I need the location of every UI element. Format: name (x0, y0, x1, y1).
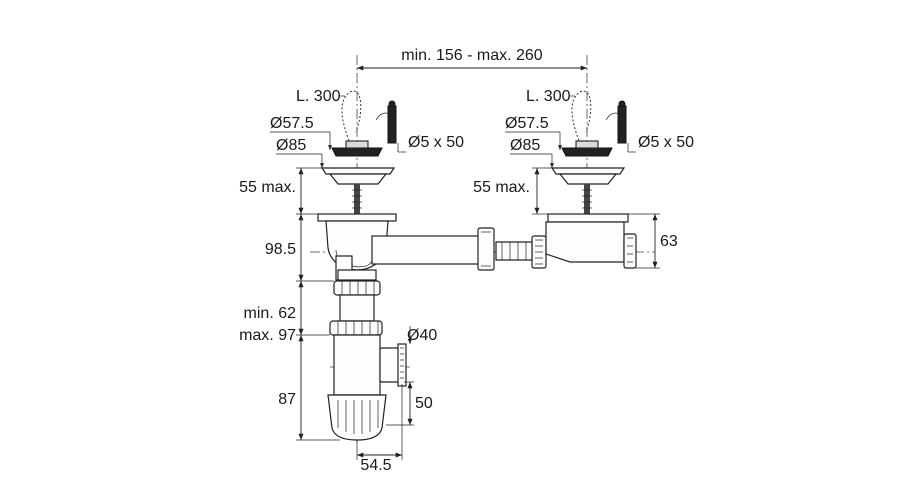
right-strainer-dia-label: Ø85 (510, 137, 540, 154)
overall-spacing-dimension: min. 156 - max. 260 (357, 47, 587, 71)
bottom-width-label: 54.5 (360, 457, 391, 474)
left-labels: L. 300 Ø57.5 Ø85 Ø5 x 50 (270, 88, 464, 168)
left-nut-upper (333, 280, 381, 322)
right-labels: L. 300 Ø57.5 Ø85 Ø5 x 50 (505, 88, 694, 168)
left-strainer-dia-label: Ø85 (276, 137, 306, 154)
right-strainer-assembly (550, 90, 627, 214)
trap-body-height-label: 98.5 (265, 241, 296, 258)
outlet-dia-label: Ø40 (407, 327, 437, 344)
left-nut-lower (329, 320, 383, 336)
right-stopper-dia-label: Ø57.5 (505, 115, 549, 132)
bottle-trap (327, 334, 407, 441)
left-strainer-assembly (320, 90, 397, 214)
left-siphon-body (317, 213, 495, 281)
left-max-height-label: 55 max. (239, 179, 296, 196)
left-chain-label: L. 300 (296, 88, 341, 105)
adjust-min-label: min. 62 (244, 305, 297, 322)
left-screw-label: Ø5 x 50 (408, 134, 464, 151)
right-screw-label: Ø5 x 50 (638, 134, 694, 151)
left-stopper-dia-label: Ø57.5 (270, 115, 314, 132)
outlet-offset-label: 50 (415, 395, 433, 412)
overall-spacing-label: min. 156 - max. 260 (401, 47, 543, 64)
left-vertical-dimensions: 55 max. 98.5 min. 62 max. 97 87 (239, 167, 340, 441)
right-vertical-dimensions: 55 max. 63 (473, 167, 678, 269)
outlet-dimensions: Ø40 50 54.5 (356, 326, 437, 474)
right-chain-label: L. 300 (526, 88, 571, 105)
adjust-max-label: max. 97 (239, 327, 296, 344)
right-overflow-body (495, 213, 637, 269)
overflow-height-label: 63 (660, 233, 678, 250)
right-max-height-label: 55 max. (473, 179, 530, 196)
bottom-height-label: 87 (278, 391, 296, 408)
